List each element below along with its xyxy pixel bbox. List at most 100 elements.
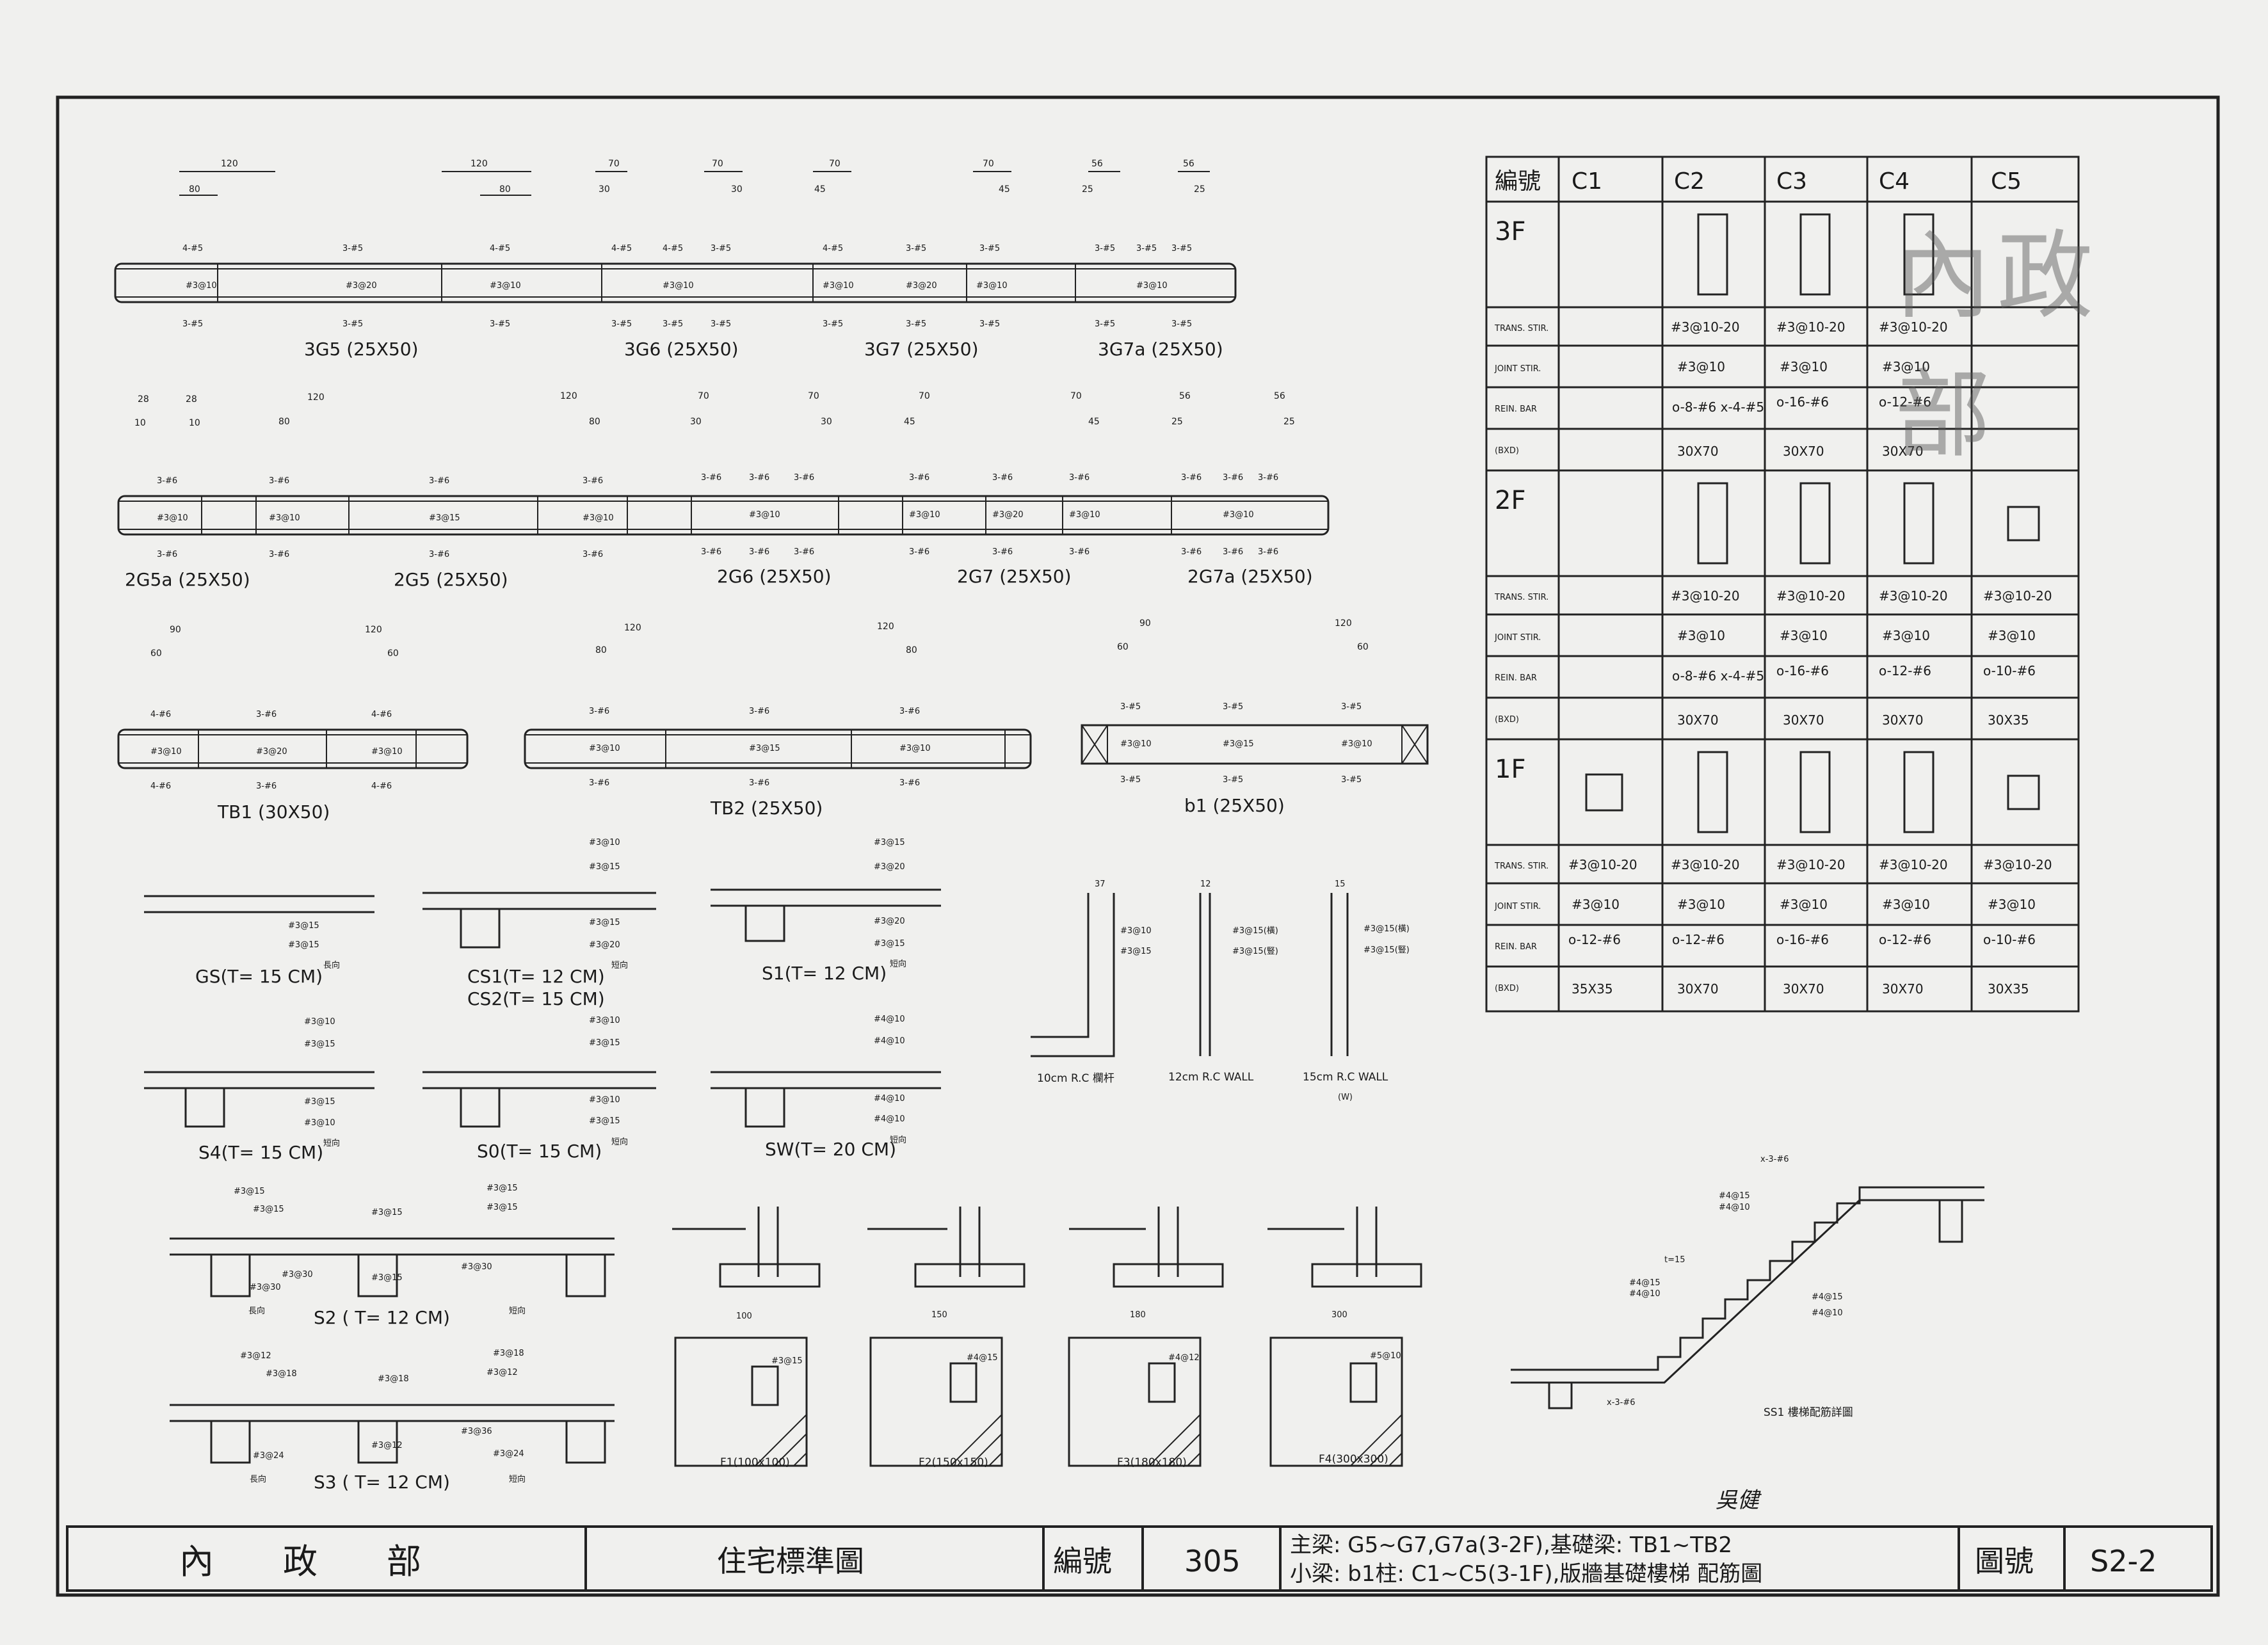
rebar-label: 4-#6	[371, 782, 392, 791]
dim-label: 70	[808, 391, 819, 401]
stair-note: t=15	[1664, 1255, 1685, 1265]
cell: #3@10-20	[1776, 857, 1846, 872]
dim-label: 120	[1335, 618, 1352, 629]
rebar-label: 3-#6	[157, 476, 177, 486]
footing-f2-section	[867, 1207, 1025, 1288]
slab-note: #3@15	[589, 1038, 620, 1048]
slab-note: #3@20	[874, 862, 905, 872]
stair-name: SS1 樓梯配筋詳圖	[1764, 1406, 1853, 1419]
dim-label: 45	[1088, 417, 1100, 427]
dim-label: 90	[1139, 618, 1151, 629]
rebar-label: 3-#6	[749, 707, 769, 716]
rebar-label: 3-#6	[909, 547, 929, 557]
row-label: REIN. BAR	[1495, 405, 1537, 414]
dim-label: 70	[829, 159, 840, 169]
wall-note: #3@15(橫)	[1232, 926, 1278, 936]
title-block	[66, 1525, 2213, 1592]
cell: 30X70	[1882, 981, 1924, 997]
title-block-texts: 內 政 部 住宅標準圖 編號 305 主梁: G5~G7,G7a(3-2F),基…	[179, 1488, 2157, 1587]
rebar-label: 4-#6	[371, 710, 392, 719]
beam-name: 2G7 (25X50)	[957, 566, 1072, 587]
row-label: REIN. BAR	[1495, 942, 1537, 952]
wall-sections	[1031, 893, 1349, 1057]
footing-size: 300	[1331, 1310, 1347, 1320]
dim-label: 80	[499, 184, 511, 195]
dim-label: 120	[560, 391, 577, 401]
slab-note: 短向	[509, 1474, 526, 1484]
rebar-label: 3-#6	[992, 547, 1013, 557]
rebar-label: 3-#5	[1171, 244, 1192, 253]
stirrup-label: #3@10	[157, 513, 188, 523]
dim-label: 60	[1117, 642, 1129, 652]
slab-note: 長向	[248, 1306, 265, 1316]
cell: #3@10-20	[1879, 319, 1948, 335]
beam-name: TB1 (30X50)	[217, 801, 330, 822]
stirrup-label: #3@10	[583, 513, 614, 523]
beam-name: 3G5 (25X50)	[304, 339, 419, 360]
cell: o-10-#6	[1983, 663, 2036, 678]
cell: #3@10-20	[1671, 319, 1740, 335]
rebar-label: 3-#5	[823, 319, 843, 329]
cell: o-12-#6	[1879, 663, 1931, 678]
rebar-label: 3-#5	[1223, 702, 1243, 712]
dim-label: 30	[599, 184, 610, 195]
slab-note: 長向	[323, 960, 340, 970]
cell: 30X70	[1677, 444, 1719, 459]
continuous-slabs	[170, 1237, 615, 1464]
slab-note: #3@15	[371, 1273, 403, 1283]
slab-note: #3@15	[288, 921, 319, 931]
footing-rebar: #4@12	[1168, 1353, 1200, 1363]
dim-label: 60	[387, 648, 399, 659]
cell: 30X70	[1677, 712, 1719, 728]
slab-name: S0(T= 15 CM)	[477, 1141, 602, 1162]
cell: 30X70	[1783, 444, 1824, 459]
dim-label: 25	[1194, 184, 1205, 195]
dim-label: 70	[712, 159, 723, 169]
cell: #3@10-20	[1983, 588, 2052, 604]
dim-label: 70	[1070, 391, 1082, 401]
row-label: (BXD)	[1495, 446, 1519, 456]
slab-note: #3@12	[240, 1351, 271, 1361]
cell: #3@10	[1677, 897, 1725, 912]
dim-label: 70	[698, 391, 709, 401]
rebar-label: 3-#5	[342, 319, 363, 329]
signature: 吳健	[1716, 1488, 1762, 1513]
slab-note: #3@15	[371, 1208, 403, 1217]
cell: #3@10-20	[1879, 588, 1948, 604]
cell: 30X70	[1783, 981, 1824, 997]
wall-dim: 12	[1200, 879, 1211, 889]
stirrup-label: #3@10	[976, 281, 1008, 291]
beam-name: 3G7 (25X50)	[864, 339, 979, 360]
rebar-label: 3-#6	[1223, 473, 1243, 483]
cell: o-12-#6	[1672, 932, 1725, 947]
rebar-label: 3-#5	[906, 319, 926, 329]
rebar-label: 3-#6	[749, 778, 769, 788]
floor-label: 3F	[1495, 217, 1525, 246]
stirrup-label: #3@10	[589, 744, 620, 753]
footing-f4-section	[1267, 1207, 1422, 1288]
slab-note: #3@15	[234, 1187, 265, 1196]
slab-name: S1(T= 12 CM)	[762, 963, 887, 984]
slab-note: #3@10	[589, 1016, 620, 1025]
dim-label: 28	[138, 394, 149, 405]
rebar-label: 3-#6	[583, 476, 603, 486]
stair-note: #4@10	[1629, 1289, 1661, 1299]
rebar-label: 3-#5	[1171, 319, 1192, 329]
drawing-title: 住宅標準圖	[717, 1544, 864, 1578]
rebar-label: 3-#6	[794, 547, 814, 557]
rebar-label: 3-#6	[749, 547, 769, 557]
stirrup-label: #3@10	[823, 281, 854, 291]
slab-note: #4@10	[874, 1094, 905, 1103]
cell: 35X35	[1572, 981, 1613, 997]
footing-name: F3(180x180)	[1117, 1456, 1187, 1469]
stirrup-label: #3@10	[490, 281, 521, 291]
rebar-label: 3-#5	[1095, 244, 1115, 253]
seal-text: 內政部	[1895, 221, 2100, 471]
beam-name: TB2 (25X50)	[710, 798, 823, 819]
wall-note: #3@15(豎)	[1232, 947, 1278, 956]
beam-row-3	[117, 724, 1429, 769]
dim-label: 45	[999, 184, 1010, 195]
wall-dim: 15	[1335, 879, 1346, 889]
dim-label: 25	[1171, 417, 1183, 427]
rebar-label: 3-#5	[342, 244, 363, 253]
